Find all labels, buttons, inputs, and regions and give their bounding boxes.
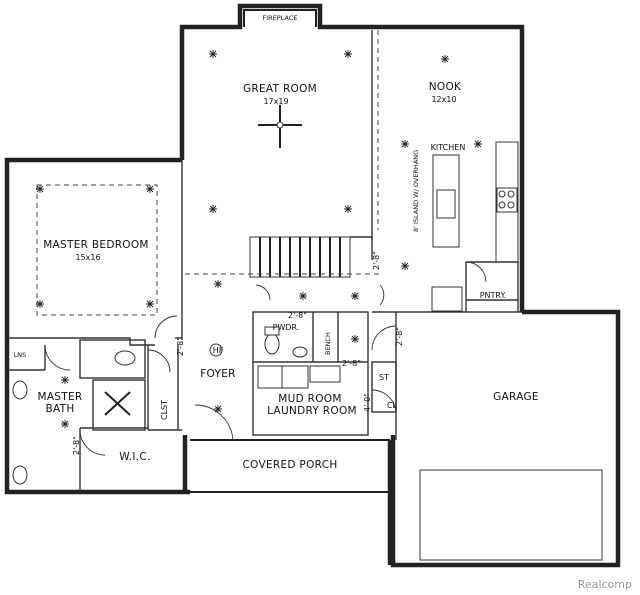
pantry-label: PNTRY. bbox=[480, 291, 507, 300]
closet-label: CLST bbox=[160, 400, 169, 420]
dimension-pwdr: 2'-8" bbox=[288, 311, 307, 320]
watermark: Realcomp bbox=[578, 578, 632, 591]
garage-closet-label-line2: CL bbox=[387, 401, 398, 410]
laundry-room-label: LAUNDRY ROOM bbox=[267, 405, 357, 417]
great-room-dimensions: 17x19 bbox=[263, 97, 288, 106]
dimension-wic: 2'-8" bbox=[72, 436, 81, 455]
nook-label: NOOK bbox=[429, 81, 462, 93]
kitchen-label: KITCHEN bbox=[431, 143, 466, 152]
fireplace-label: FIREPLACE bbox=[263, 14, 298, 22]
dimension-closet: 4'-0" bbox=[363, 393, 372, 412]
mud-room-label: MUD ROOM bbox=[278, 393, 341, 405]
dimension-stair: 2'-8" bbox=[372, 251, 381, 270]
garage-label: GARAGE bbox=[493, 391, 539, 403]
nook-dimensions: 12x10 bbox=[431, 95, 456, 104]
bench-label: BENCH bbox=[324, 332, 332, 355]
light-fixtures bbox=[36, 50, 482, 428]
master-bath-label-line2: BATH bbox=[45, 403, 74, 415]
stair-treads bbox=[259, 237, 341, 277]
walk-in-closet-label: W.I.C. bbox=[119, 451, 150, 463]
dimension-foyer: 2'-8" bbox=[176, 337, 185, 356]
hf-label: HF bbox=[213, 346, 224, 355]
master-bath-label-line1: MASTER bbox=[37, 391, 82, 403]
master-bedroom-label: MASTER BEDROOM bbox=[43, 239, 149, 251]
dimension-garage-door: 2'-8" bbox=[395, 327, 404, 346]
great-room-label: GREAT ROOM bbox=[243, 83, 317, 95]
exterior-walls bbox=[4, 3, 621, 568]
master-bedroom-dimensions: 15x16 bbox=[75, 253, 100, 262]
dimension-mud: 2'-8" bbox=[342, 359, 361, 368]
covered-porch-label: COVERED PORCH bbox=[242, 459, 337, 471]
island-label: 8' ISLAND W/ OVERHANG bbox=[412, 150, 420, 232]
linen-label: LNS bbox=[14, 351, 27, 359]
dimension-notes: 2'-8" 2'-8" 2'-8" 2'-8" 2'-8" 4'-0" 2'-8… bbox=[72, 251, 404, 455]
foyer-label: FOYER bbox=[200, 368, 236, 380]
powder-room-label: PWDR. bbox=[273, 323, 300, 332]
hf-outlet-icon bbox=[209, 343, 223, 357]
door-swings bbox=[44, 261, 487, 456]
garage-closet-label-line1: ST bbox=[379, 373, 389, 382]
interior-walls bbox=[7, 30, 603, 561]
room-labels: FIREPLACE GREAT ROOM 17x19 NOOK 12x10 KI… bbox=[14, 14, 539, 471]
